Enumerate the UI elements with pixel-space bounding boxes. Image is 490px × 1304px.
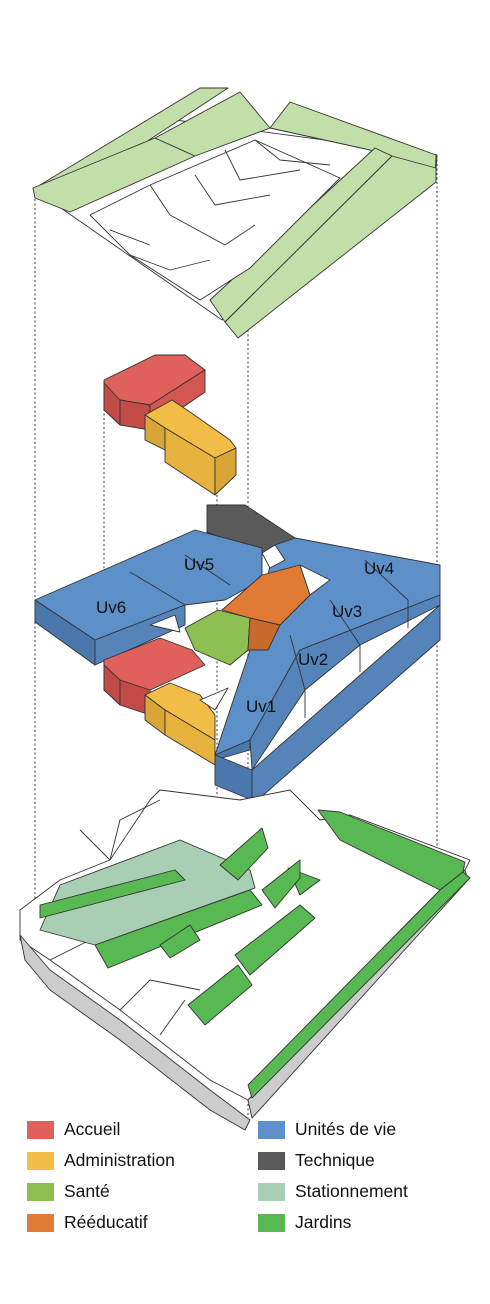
site-ground-layer — [19, 789, 471, 1131]
legend-label-stationnement: Stationnement — [295, 1181, 408, 1201]
legend-swatch-sante — [27, 1182, 54, 1201]
roof-layer — [32, 87, 438, 339]
legend-swatch-accueil — [27, 1120, 54, 1139]
jardins-strip-west — [39, 869, 186, 919]
legend-swatch-reeducatif — [27, 1213, 54, 1232]
roof-green-strip-sw — [32, 137, 196, 213]
roof-courtyard — [89, 139, 341, 301]
main-floor-layer: Uv5 Uv6 Uv4 Uv3 Uv2 Uv1 — [34, 504, 441, 806]
jardins-patch-5 — [187, 964, 253, 1026]
unit-label-uv6: Uv6 — [96, 598, 126, 617]
legend-item-administration: Administration — [27, 1145, 175, 1176]
legend-item-reeducatif: Rééducatif — [27, 1207, 175, 1238]
legend-item-stationnement: Stationnement — [258, 1176, 408, 1207]
roof-green-strip-east-outer — [224, 155, 437, 339]
legend-item-technique: Technique — [258, 1145, 408, 1176]
legend-item-jardins: Jardins — [258, 1207, 408, 1238]
unit-label-uv2: Uv2 — [298, 650, 328, 669]
unit-label-uv4: Uv4 — [364, 559, 394, 578]
jardins-strip-south — [94, 889, 263, 969]
legend-label-reeducatif: Rééducatif — [64, 1212, 148, 1232]
legend-swatch-jardins — [258, 1213, 285, 1232]
jardins-patch-6 — [159, 924, 201, 959]
legend-item-sante: Santé — [27, 1176, 175, 1207]
legend-item-unites: Unités de vie — [258, 1114, 408, 1145]
legend-swatch-stationnement — [258, 1182, 285, 1201]
legend-label-sante: Santé — [64, 1181, 110, 1201]
legend-swatch-technique — [258, 1151, 285, 1170]
legend-label-accueil: Accueil — [64, 1119, 121, 1139]
legend-label-unites: Unités de vie — [295, 1119, 397, 1139]
courtyard-voids — [149, 544, 331, 711]
jardins-patch-1 — [219, 827, 269, 881]
legend-label-jardins: Jardins — [295, 1212, 352, 1232]
site-edge — [19, 934, 251, 1131]
jardins-patch-3 — [261, 859, 301, 909]
legend-swatch-administration — [27, 1151, 54, 1170]
unit-label-uv5: Uv5 — [184, 555, 214, 574]
legend-label-administration: Administration — [64, 1150, 175, 1170]
unit-label-uv3: Uv3 — [332, 602, 362, 621]
legend-left-column: Accueil Administration Santé Rééducatif — [27, 1114, 175, 1238]
legend-swatch-unites — [258, 1120, 285, 1139]
admin-layer-floating — [103, 354, 237, 496]
jardins-patch-4 — [234, 904, 316, 976]
legend-label-technique: Technique — [295, 1150, 375, 1170]
legend-item-accueil: Accueil — [27, 1114, 175, 1145]
legend-right-column: Unités de vie Technique Stationnement Ja… — [258, 1114, 408, 1238]
jardins-strip-east — [247, 871, 471, 1099]
unit-label-uv1: Uv1 — [246, 697, 276, 716]
